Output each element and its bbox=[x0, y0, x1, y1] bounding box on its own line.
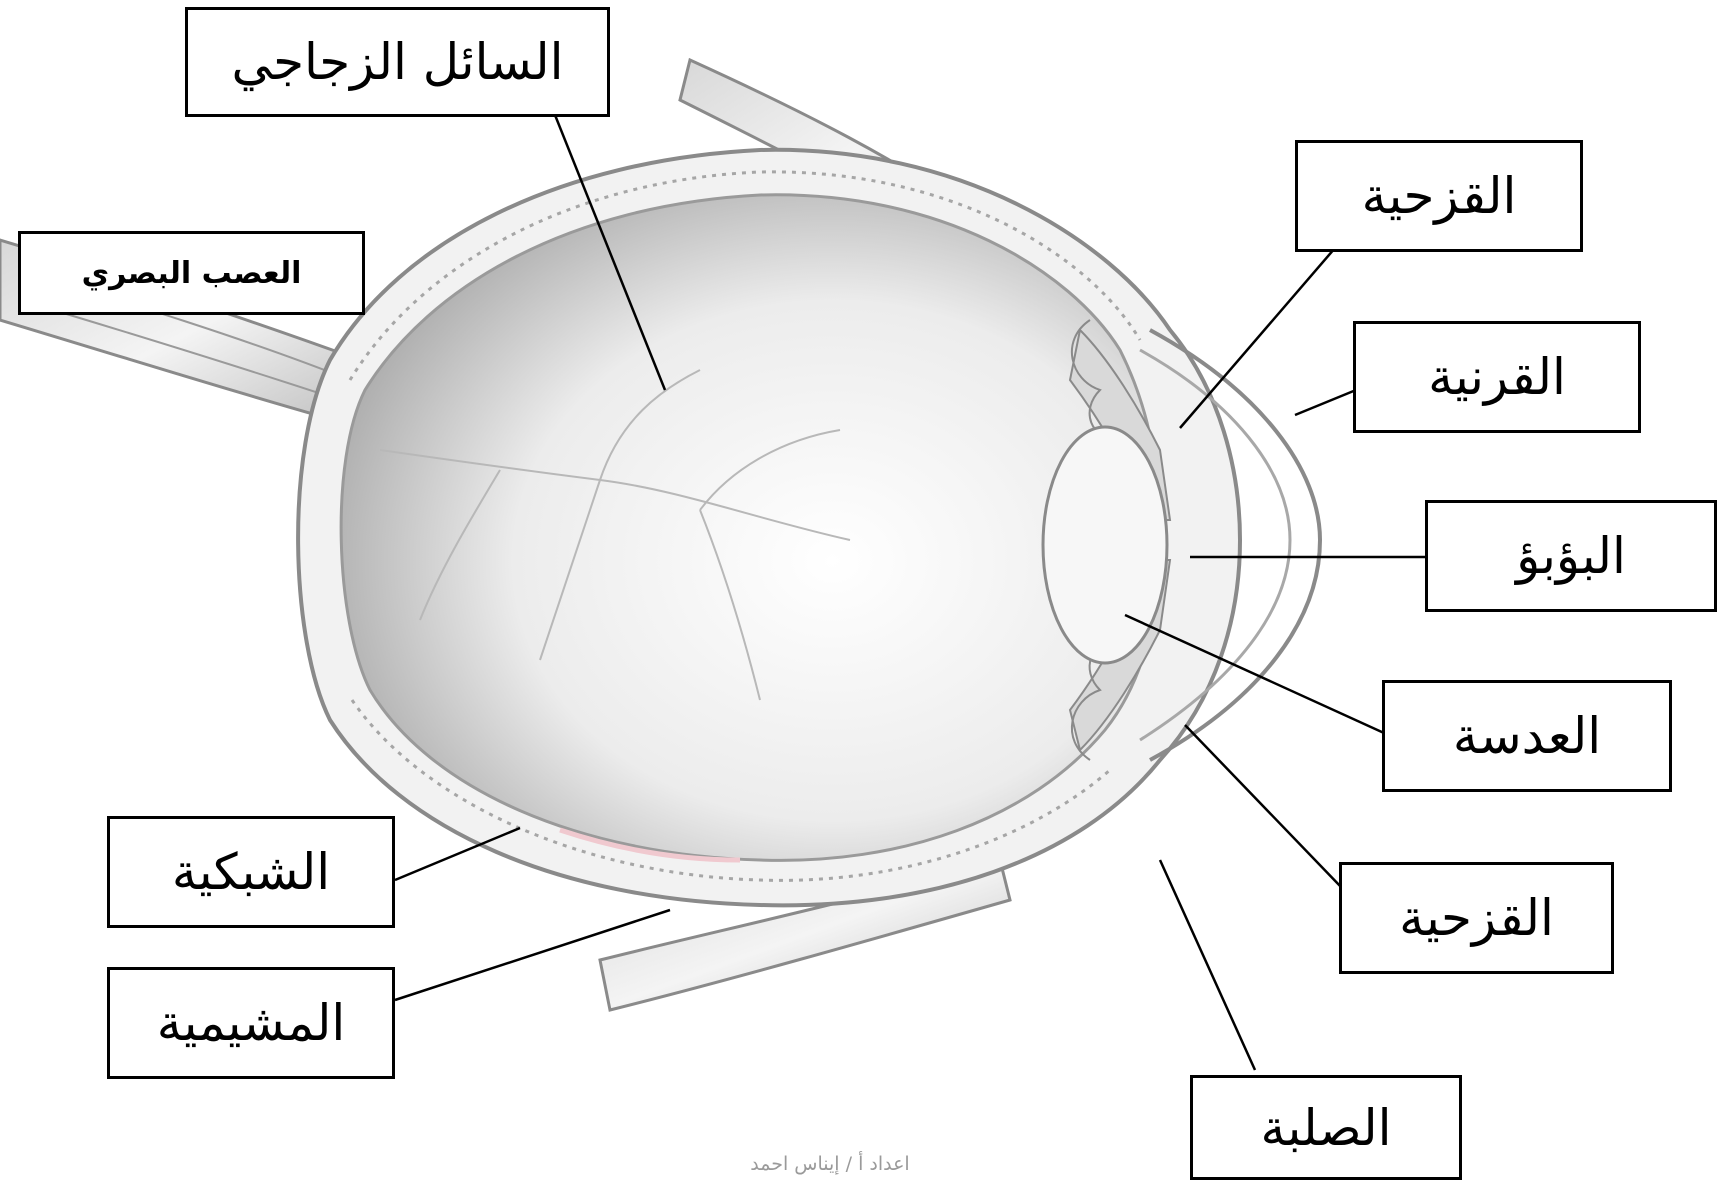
label-cornea: القرنية bbox=[1353, 321, 1641, 433]
label-iris-bottom: القزحية bbox=[1339, 862, 1614, 974]
label-sclera: الصلبة bbox=[1190, 1075, 1462, 1180]
label-lens: العدسة bbox=[1382, 680, 1672, 792]
label-vitreous-humor: السائل الزجاجي bbox=[185, 7, 610, 117]
label-choroid: المشيمية bbox=[107, 967, 395, 1079]
label-optic-nerve: العصب البصري bbox=[18, 231, 365, 315]
credit-text: اعداد أ / إيناس احمد bbox=[680, 1153, 980, 1175]
lens-shape bbox=[1043, 427, 1167, 663]
label-retina: الشبكية bbox=[107, 816, 395, 928]
label-iris-top: القزحية bbox=[1295, 140, 1583, 252]
label-pupil: البؤبؤ bbox=[1425, 500, 1717, 612]
